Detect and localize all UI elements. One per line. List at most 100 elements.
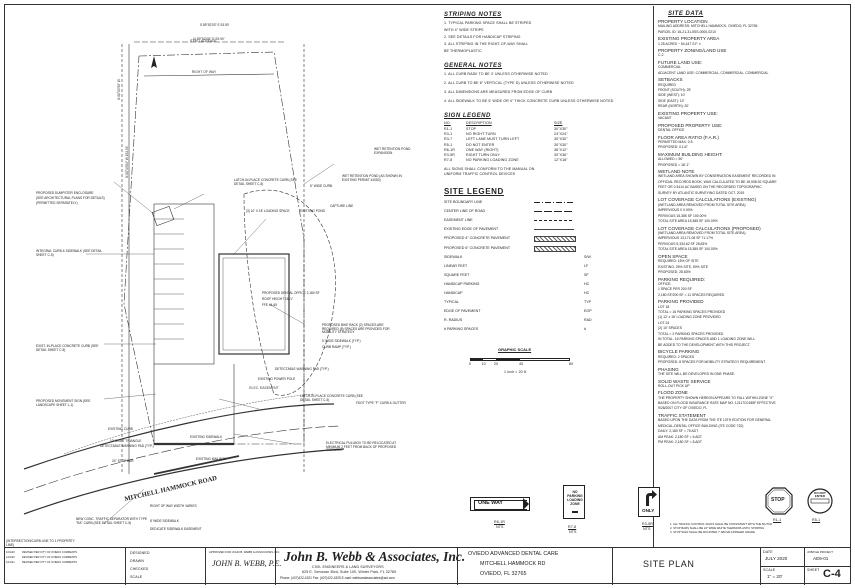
revision-entry: REVISED PER CITY OF OVIEDO COMMENTS <box>22 551 78 554</box>
site-data-heading: SOLID WASTE SERVICE <box>658 378 711 384</box>
sign-legend-cell: R3-1 <box>444 132 453 137</box>
plan-callout: WET RETENTION POND EXPANSION <box>374 147 411 155</box>
site-data-line: REQUIRED <box>658 82 676 87</box>
road-name-label: MITCHELL HAMMOCK ROAD <box>124 475 218 503</box>
plan-callout: CAPTURE LINE <box>330 204 354 208</box>
sign-legend-cell: NO PARKING LOADING ZONE <box>466 158 519 163</box>
site-legend-abbr: TYP <box>584 300 591 305</box>
scale-tick-label: 0 <box>469 362 472 366</box>
site-legend-symbol <box>534 236 576 243</box>
sign-legend-cell: 30"X30" <box>554 127 568 131</box>
site-data-line: DENTAL OFFICE <box>658 128 685 132</box>
site-data-heading: PARKING PROVIDED <box>658 299 704 305</box>
sign-legend-cell: RIGHT TURN ONLY <box>466 153 501 157</box>
site-data-line: (1) 12' x 18' LOADING ZONE PROVIDED <box>658 315 721 320</box>
site-data-heading: LOT COVERAGE CALCULATIONS (PROPOSED) <box>658 225 761 231</box>
site-legend-row: SITE BOUNDARY LINE <box>444 200 614 206</box>
site-data-line: SIDE (WEST): 10' <box>658 93 686 98</box>
sign-legend-header: SIZE <box>554 121 563 125</box>
site-data-heading: LOT COVERAGE CALCULATIONS (EXISTING) <box>658 197 757 203</box>
site-data-line: C-2 <box>658 53 664 58</box>
do-not-enter-text: DO NOT ENTER <box>814 491 826 499</box>
plan-callout: EXIST. IN-PLACE CONCRETE CURB (SEE DETAI… <box>36 344 99 352</box>
site-legend-row: # PARKING SPACES# <box>444 327 614 333</box>
site-data-heading: EXISTING PROPERTY AREA <box>658 36 720 42</box>
site-legend-label: HANDICAP <box>444 291 463 295</box>
site-data-line: TOTAL SITE AREA 15,385 SF 100.00% <box>658 219 718 223</box>
row-note: RIGHT OF WAY WIDTH VARIES <box>150 504 197 508</box>
dumpster-enclosure <box>151 205 175 227</box>
site-data-line: ROLL-OUT PICK UP <box>658 383 690 388</box>
sign-legend-cell: R6-1R <box>444 147 455 152</box>
firm-block: John B. Webb & Associates, Inc. CIVIL EN… <box>276 548 465 585</box>
site-legend-symbol <box>534 202 574 203</box>
plan-callout: ELECTRICAL PULLBOX TO BE RELOCATED AT MI… <box>326 441 397 453</box>
scale-tick-label: 40 <box>519 362 524 366</box>
site-data-title: SITE DATA <box>668 11 704 17</box>
site-legend-symbol <box>534 211 574 213</box>
plan-callout: PROPOSED BIKE RACK (2) SPACES ARE REQUIR… <box>322 323 390 335</box>
svg-text:N 89°52'05" E 93.90': N 89°52'05" E 93.90' <box>193 37 225 41</box>
revision-date: 12/1/20 <box>6 556 15 559</box>
one-way-sign: ONE WAY <box>470 497 530 511</box>
site-data-heading: MAXIMUM BUILDING HEIGHT: <box>658 151 723 157</box>
site-legend-symbol <box>534 245 576 252</box>
site-data-line: THE PROPERTY SHOWN HEREON APPEARS TO FAL… <box>658 395 774 400</box>
site-data-heading: TRAFFIC STATEMENT <box>658 413 706 419</box>
engineer-signature: JOHN B. WEBB, P.E. <box>212 559 282 568</box>
site-legend-label: EDGE OF PAVEMENT <box>444 309 481 314</box>
site-data-line: PERMITTED MAX: 0.5 <box>658 139 693 144</box>
plan-callout: FFE 44.65 <box>262 303 277 307</box>
sheet-title-block: SITE PLAN <box>613 548 761 585</box>
site-data-line: (WETLAND AREA REMOVED FROM TOTAL SITE AR… <box>658 202 746 207</box>
plan-callout: EXISTING MAILBOX <box>196 457 226 461</box>
sign-legend-cell: R7-8 <box>444 158 453 163</box>
site-legend-label: SQUARE FEET <box>444 272 470 277</box>
site-data-line: PROPOSED: 28.83% <box>658 269 691 274</box>
plan-callout: WET RETENTION POND (AS SHOWN IN EXISTING… <box>342 174 402 182</box>
road-edge <box>23 403 335 470</box>
site-legend-symbol <box>534 229 574 231</box>
plan-callout: N 00°09'50" W <box>117 79 122 100</box>
plan-callout: (3) 10' X 18' LOADING SPACE <box>246 209 290 213</box>
site-data-heading: WETLAND NOTE <box>658 169 695 175</box>
site-legend-row: EXISTING EDGE OF PAVEMENT <box>444 227 614 233</box>
site-data-line: FRONT (SOUTH): 25' <box>658 87 691 92</box>
site-legend-abbr: HC <box>584 281 590 286</box>
plan-callout: INTEGRAL CURB & SIDEWALK (SEE DETAIL SHE… <box>36 249 103 257</box>
site-legend-label: EASEMENT LINE <box>444 218 473 223</box>
drawing-sheet <box>4 4 851 584</box>
revision-date: 10/1/20 <box>6 551 15 554</box>
site-legend-row: HANDICAP PARKING HC <box>444 282 614 288</box>
scale-tick-label: 10 <box>481 362 486 366</box>
site-data-line: PARCEL ID: 16-21-31-5SS-0000-0210 <box>658 29 716 34</box>
site-data-line: FEET OR 0.3414 AC BASED ON THE RECORDED … <box>658 185 762 190</box>
sign-legend-note: UNIFORM TRAFFIC CONTROL DEVICES <box>444 172 516 176</box>
plan-callout: ITEM 1 ACREAGE <box>190 39 217 43</box>
sign-legend-title: SIGN LEGEND <box>444 113 491 119</box>
sign-legend-cell: R5-1 <box>444 142 453 147</box>
sign-legend-cell: R3-5R <box>444 153 455 157</box>
right-turn-only-sign: ONLY <box>638 487 660 517</box>
site-data-heading: OPEN SPACE <box>658 253 688 259</box>
sheet-date: JULY 2020 <box>765 556 788 561</box>
general-note: 1. ALL CURB RADII TO BE 3' UNLESS OTHERW… <box>444 72 548 76</box>
site-legend-label: HANDICAP PARKING <box>444 281 480 286</box>
north-arrow-icon <box>151 56 157 68</box>
site-legend-label: R. RADIUS <box>444 318 463 323</box>
plan-callout: EXISTING CURB <box>108 427 133 431</box>
striping-notes-title: STRIPING NOTES <box>444 12 502 18</box>
plan-callout: LATCH-IN-PLACE CONCRETE CURB (SEE DETAIL… <box>300 394 363 402</box>
site-legend-row: EASEMENT LINE <box>444 218 614 224</box>
plan-callout: FDOT TYPE "F" CURB & GUTTER <box>356 401 406 405</box>
site-data-heading: SETBACKS <box>658 77 683 83</box>
revision-block: 10/1/20 REVISED PER CITY OF OVIEDO COMMEN… <box>4 548 126 585</box>
sheet-number-block: JOB/FILE PROJECT AE9-01 SHEET C-4 <box>805 548 851 585</box>
site-plan-drawing: N 89°52'05" E 93.90' RIGHT OF WAY ELEC. … <box>23 37 345 525</box>
site-data-heading: PHASING <box>658 366 679 372</box>
